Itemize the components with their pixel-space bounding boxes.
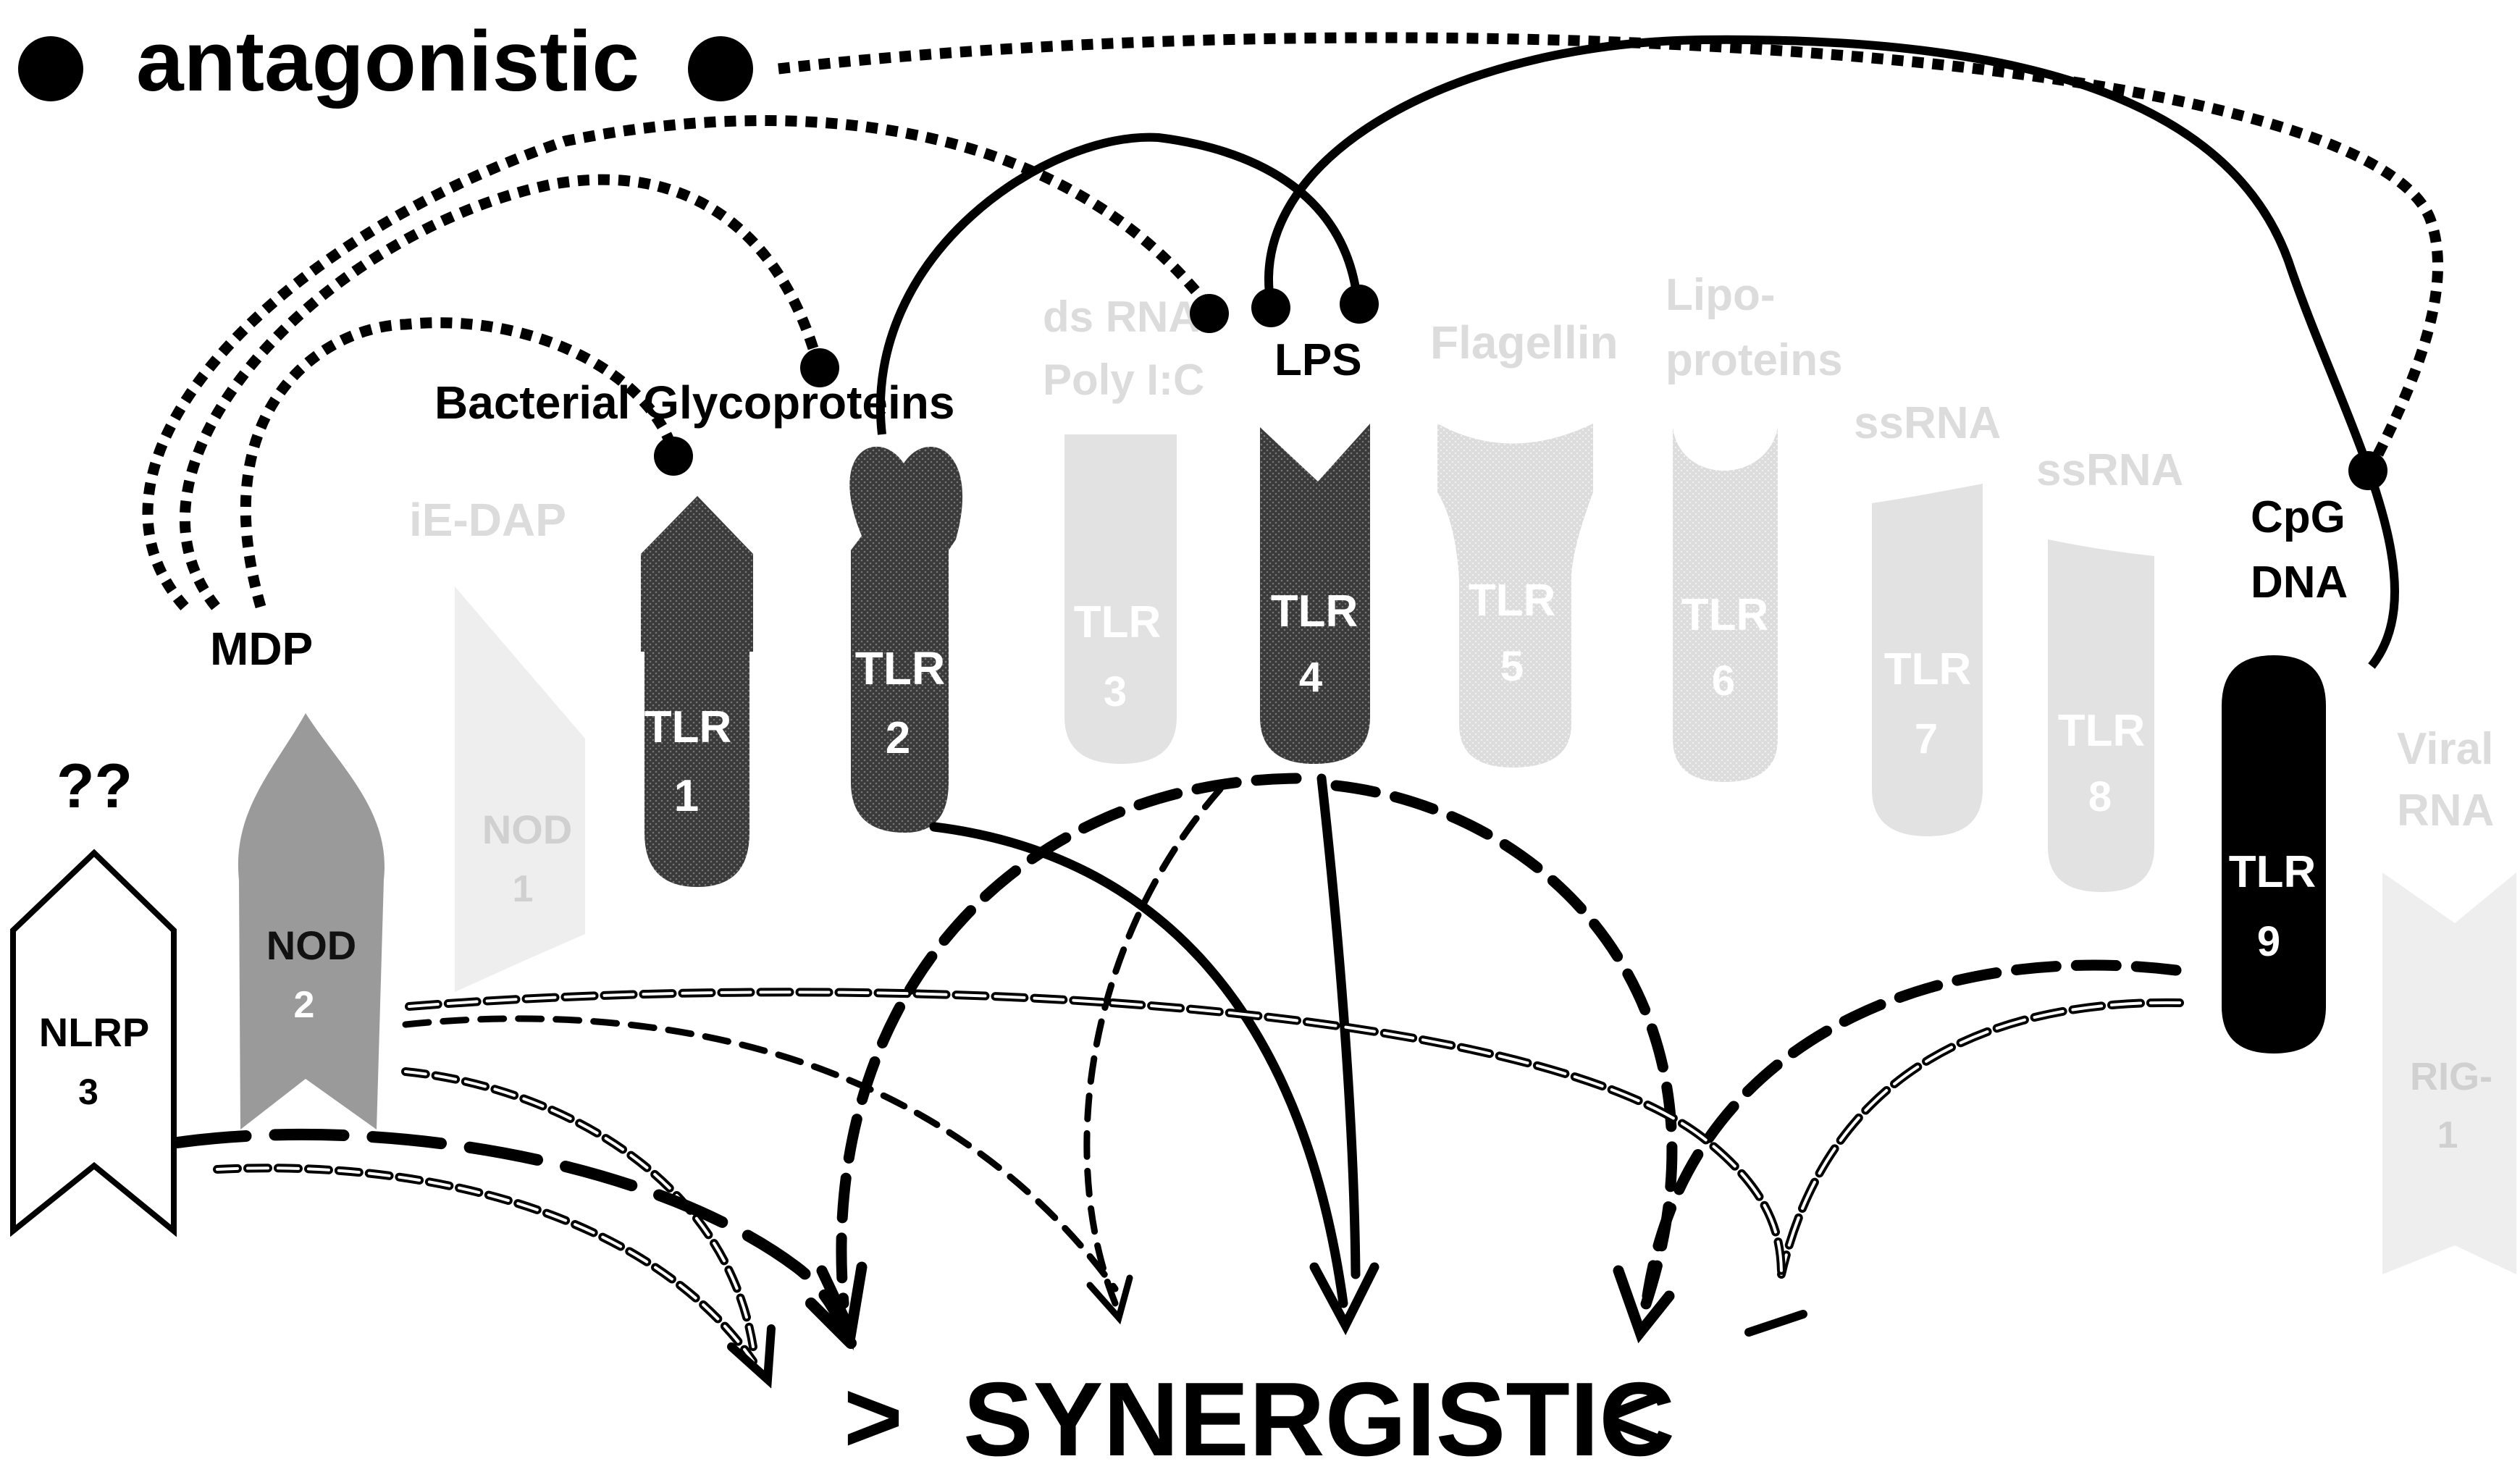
synergistic-arrow-tlr4-middle	[1083, 786, 1224, 1307]
rig1-label-1: RIG-	[2410, 1055, 2492, 1098]
tlr9-receptor: TLR 9	[2222, 655, 2326, 1053]
antagonistic-label: antagonistic	[136, 14, 639, 109]
antagonistic-arc-mdp-cpg	[778, 32, 2443, 470]
antagonistic-endpoint-lps-2	[1340, 285, 1379, 324]
tlr3-label-1: TLR	[1074, 597, 1162, 647]
tlr2-receptor: TLR 2	[849, 446, 963, 833]
antagonistic-arcs	[142, 32, 2443, 610]
synergistic-right-marker: <	[1604, 1360, 1663, 1472]
rig1-label-2: 1	[2437, 1114, 2458, 1156]
synergistic-left-marker: >	[844, 1360, 903, 1472]
poly-ic-label: Poly I:C	[1043, 356, 1204, 404]
synergistic-arrow-tlr4-left	[836, 773, 1302, 1309]
antagonistic-arc-mdp-tlr2	[179, 174, 824, 610]
tlr6-label-1: TLR	[1681, 590, 1769, 640]
dna-label: DNA	[2251, 558, 2348, 607]
tlr1-receptor: TLR 1	[641, 496, 753, 887]
nod1-label-1: NOD	[482, 807, 572, 852]
synergistic-arrow-tlr2	[929, 822, 1348, 1308]
viral-label: Viral	[2397, 724, 2493, 774]
synergistic-arrow-tlr9	[1642, 959, 2182, 1302]
nlrp3-label-1: NLRP	[39, 1009, 149, 1055]
tlr2-label-1: TLR	[855, 642, 945, 694]
tlr6-receptor: TLR 6	[1673, 427, 1778, 782]
nod1-receptor: NOD 1	[455, 586, 585, 992]
nlrp3-receptor: NLRP 3	[10, 849, 177, 1237]
antagonistic-solid-arcs	[876, 35, 2399, 669]
nod2-label-2: 2	[294, 984, 315, 1026]
rig1-receptor: RIG- 1	[2382, 872, 2516, 1274]
lipoproteins-label-2: proteins	[1666, 335, 1843, 385]
antagonistic-endpoint-lps-1	[1251, 288, 1290, 327]
tlr9-label-1: TLR	[2229, 847, 2317, 897]
nod2-receptor: NOD 2	[238, 713, 385, 1130]
ssrna7-label: ssRNA	[1854, 398, 2001, 448]
tlr2-label-2: 2	[886, 713, 910, 763]
tlr5-label-2: 5	[1500, 643, 1524, 690]
flagellin-label: Flagellin	[1430, 316, 1618, 369]
tlr1-label-2: 1	[674, 771, 699, 821]
tlr4-label-2: 4	[1299, 654, 1322, 701]
nlrp3-label-2: 3	[78, 1072, 98, 1112]
synergistic-arrow-tlr4-right	[1330, 780, 1678, 1316]
tlr8-label-2: 8	[2088, 773, 2112, 820]
antagonistic-arc-tlr2-lps	[876, 133, 1362, 435]
tlr4-receptor: TLR 4	[1260, 424, 1370, 764]
tlr5-label-1: TLR	[1469, 576, 1556, 626]
antagonistic-arc-lps-tlr9	[1264, 35, 2399, 669]
ie-dap-label: iE-DAP	[409, 494, 566, 546]
synergistic-arrows	[172, 773, 2184, 1389]
tlr1-label-1: TLR	[644, 702, 732, 752]
tlr8-receptor: TLR 8	[2048, 539, 2154, 892]
lipoproteins-label-1: Lipo-	[1666, 270, 1776, 320]
antagonistic-dot-left	[18, 36, 83, 101]
antagonistic-endpoint-tlr1	[654, 437, 693, 476]
antagonistic-arc-mdp-tlr1	[240, 317, 679, 609]
tlr6-label-2: 6	[1712, 657, 1735, 705]
tlr5-receptor: TLR 5	[1437, 424, 1593, 767]
synergistic-arrow-nlrp3	[172, 1128, 853, 1345]
tlr3-label-2: 3	[1104, 668, 1127, 715]
lps-label: LPS	[1274, 335, 1362, 385]
unknown-ligand-label: ??	[56, 752, 133, 821]
synergistic-arrow-nod2-middle	[402, 1015, 1119, 1292]
rna-label: RNA	[2397, 786, 2494, 836]
tlr3-receptor: TLR 3	[1064, 434, 1177, 764]
antagonistic-dot-right	[688, 36, 753, 101]
cpg-label: CpG	[2251, 492, 2345, 542]
mdp-label: MDP	[210, 623, 313, 675]
antagonistic-endpoint-dsrna	[1190, 294, 1229, 333]
nod2-label-1: NOD	[266, 922, 356, 968]
tlr7-label-2: 7	[1915, 715, 1938, 762]
synergistic-label: SYNERGISTIC	[963, 1360, 1675, 1472]
antagonistic-endpoint-tlr2	[800, 348, 839, 387]
tlr9-label-2: 9	[2257, 918, 2280, 965]
tlr7-label-1: TLR	[1884, 644, 1972, 694]
bacterial-glycoproteins-label: Bacterial Glycoproteins	[434, 377, 954, 429]
nod1-label-2: 1	[513, 868, 534, 910]
tlr8-label-1: TLR	[2058, 706, 2146, 756]
antagonistic-arc-mdp-dsrna	[142, 115, 1214, 610]
ssrna8-label: ssRNA	[2036, 445, 2183, 495]
tlr7-receptor: TLR 7	[1872, 484, 1983, 836]
dsrna-label: ds RNA	[1043, 293, 1200, 341]
tlr4-label-1: TLR	[1271, 586, 1358, 636]
